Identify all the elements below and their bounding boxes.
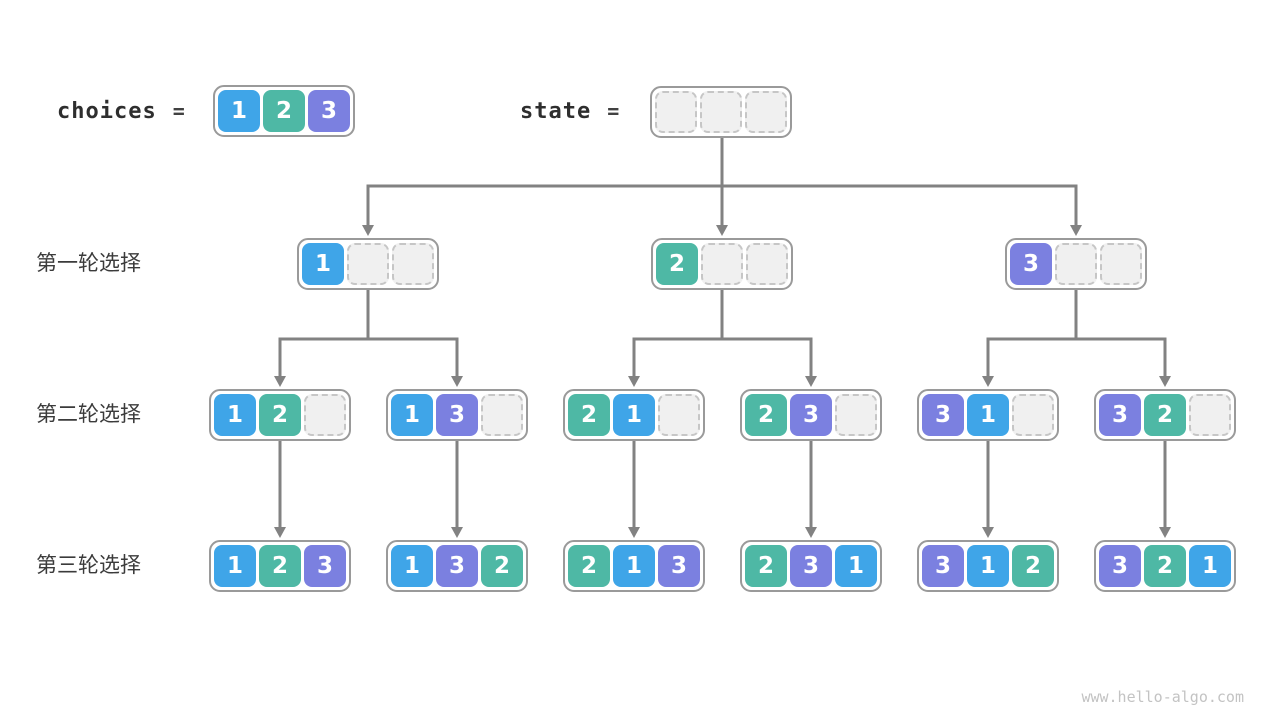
row-label-round-1: 第一轮选择 [36,252,141,275]
state-array [650,86,792,138]
watermark: www.hello-algo.com [1081,688,1244,706]
empty-cell [700,91,742,133]
state-label: state [520,98,592,124]
value-cell: 2 [568,545,610,587]
value-cell: 1 [613,545,655,587]
state-node: 1 [297,238,439,290]
choices-equals-sign: = [172,99,185,123]
state-node: 2 [651,238,793,290]
value-cell: 1 [835,545,877,587]
value-cell: 2 [259,545,301,587]
choices-declaration: choices = [57,85,185,137]
value-cell: 3 [922,545,964,587]
value-cell: 1 [302,243,344,285]
value-cell: 2 [1144,545,1186,587]
value-cell: 3 [790,394,832,436]
value-cell: 3 [1099,394,1141,436]
value-cell: 3 [922,394,964,436]
value-cell: 3 [436,545,478,587]
value-cell: 1 [1189,545,1231,587]
value-cell: 2 [481,545,523,587]
empty-cell [655,91,697,133]
value-cell: 1 [214,394,256,436]
value-cell: 2 [656,243,698,285]
empty-cell [1055,243,1097,285]
empty-cell [1189,394,1231,436]
empty-cell [347,243,389,285]
value-cell: 1 [967,394,1009,436]
value-cell: 3 [658,545,700,587]
value-cell: 1 [214,545,256,587]
value-cell: 1 [218,90,260,132]
empty-cell [746,243,788,285]
state-node: 3 [1005,238,1147,290]
empty-cell [1012,394,1054,436]
value-cell: 2 [263,90,305,132]
value-cell: 3 [1010,243,1052,285]
empty-cell [1100,243,1142,285]
empty-cell [481,394,523,436]
value-cell: 3 [790,545,832,587]
empty-cell [304,394,346,436]
value-cell: 1 [613,394,655,436]
value-cell: 2 [745,394,787,436]
value-cell: 2 [259,394,301,436]
value-cell: 2 [1012,545,1054,587]
value-cell: 3 [1099,545,1141,587]
value-cell: 1 [391,394,433,436]
empty-cell [835,394,877,436]
value-cell: 2 [568,394,610,436]
row-label-round-2: 第二轮选择 [36,403,141,426]
value-cell: 2 [1144,394,1186,436]
state-declaration: state = [520,85,619,137]
empty-cell [392,243,434,285]
value-cell: 3 [308,90,350,132]
empty-cell [745,91,787,133]
value-cell: 1 [391,545,433,587]
state-equals-sign: = [607,99,620,123]
empty-cell [658,394,700,436]
value-cell: 3 [436,394,478,436]
empty-cell [701,243,743,285]
choices-label: choices [57,98,157,124]
row-label-round-3: 第三轮选择 [36,554,141,577]
value-cell: 1 [967,545,1009,587]
value-cell: 3 [304,545,346,587]
value-cell: 2 [745,545,787,587]
